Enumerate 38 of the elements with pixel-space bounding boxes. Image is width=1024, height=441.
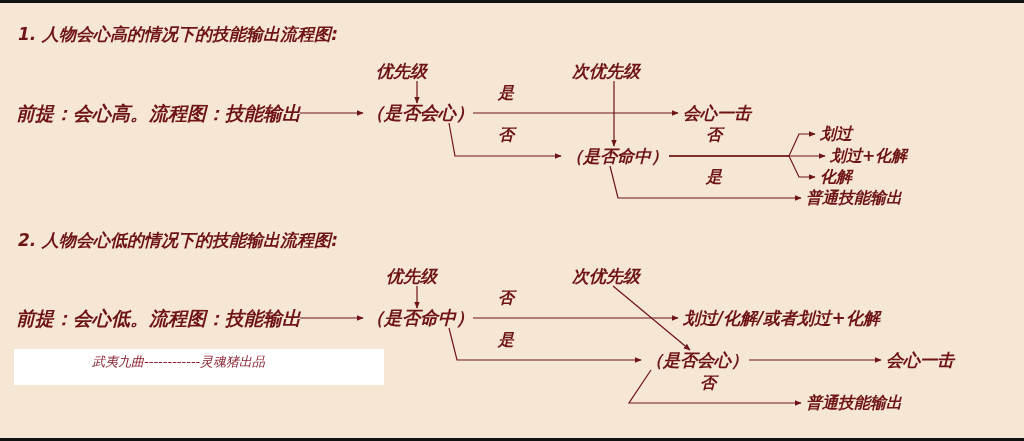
arrow (611, 80, 617, 147)
arrow (668, 155, 816, 180)
flow-step-text: 次优先级 (572, 61, 640, 81)
arrow (299, 110, 364, 116)
arrow (609, 165, 802, 201)
arrow (627, 369, 802, 406)
arrow (448, 327, 642, 363)
flow-step-text: 普通技能输出 (806, 188, 902, 208)
section-heading: 1. 人物会心高的情况下的技能输出流程图: (18, 23, 338, 46)
edge-label: 是 (498, 83, 514, 103)
edge-label: 是 (498, 330, 514, 350)
flow-step-text: 普通技能输出 (806, 393, 902, 413)
flow-step-text: 划过 (820, 124, 852, 144)
arrow (472, 110, 679, 116)
section-heading: 2. 人物会心低的情况下的技能输出流程图: (18, 229, 338, 252)
flow-step-text: 优先级 (386, 266, 437, 286)
arrow (612, 285, 691, 351)
arrow (299, 315, 364, 321)
arrow (448, 122, 562, 159)
flow-step-text: 划过/化解/或者划过+化解 (683, 308, 880, 328)
edge-label: 是 (706, 167, 722, 187)
credit-text: 武夷九曲------------灵魂猪出品 (92, 353, 266, 371)
flow-step-text: 会心一击 (886, 350, 954, 370)
arrow (414, 285, 420, 309)
flow-step-text: 划过+化解 (830, 146, 908, 166)
arrow (414, 80, 420, 104)
flow-step-text: 优先级 (376, 61, 427, 81)
flow-step-text: 前提：会心高。流程图：技能输出 (16, 103, 301, 123)
flow-step-text: （是否会心） (646, 350, 748, 370)
flow-step-text: （是否命中） (366, 308, 474, 328)
flow-step-text: （是否会心） (366, 103, 474, 123)
arrow (472, 315, 679, 321)
flow-step-text: 前提：会心低。流程图：技能输出 (16, 308, 301, 328)
flow-step-text: 次优先级 (572, 266, 640, 286)
flow-step-text: 会心一击 (683, 103, 751, 123)
arrow (748, 357, 882, 363)
flow-step-text: （是否命中） (566, 146, 668, 166)
flow-step-text: 化解 (820, 167, 852, 187)
